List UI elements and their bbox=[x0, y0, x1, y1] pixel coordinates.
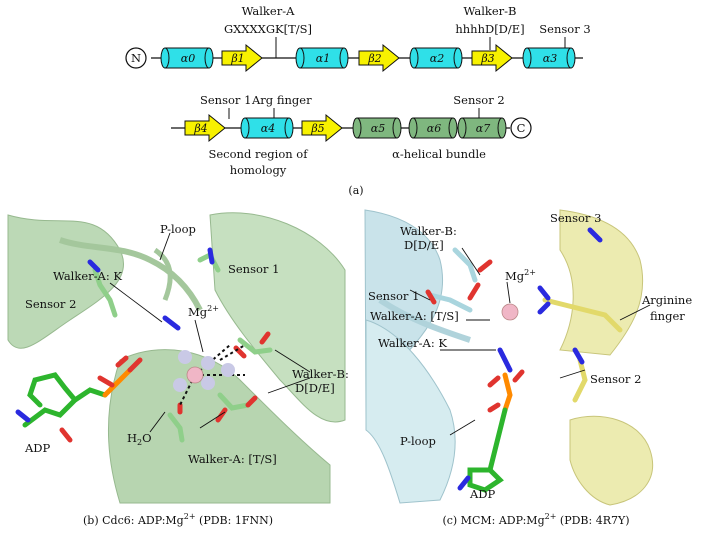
mcm-sensor2-label: Sensor 2 bbox=[590, 372, 641, 386]
mcm-ploop-label: P-loop bbox=[400, 434, 436, 448]
mcm-adp-sticks bbox=[457, 369, 525, 493]
mcm-adp-label: ADP bbox=[469, 487, 496, 501]
mcm-sensor1-label: Sensor 1 bbox=[368, 289, 419, 303]
helical-bundle-label: α-helical bundle bbox=[392, 147, 486, 161]
c-terminus bbox=[510, 117, 532, 139]
walker-b-title: Walker-B bbox=[464, 4, 517, 18]
mcm-ribbon-blue-bottom bbox=[365, 319, 456, 504]
cdc6-adp-sticks bbox=[15, 355, 143, 443]
mcm-mg-label: Mg2+ bbox=[505, 268, 536, 283]
cdc6-walker-b-line2: D[D/E] bbox=[295, 381, 335, 395]
helix-a2-label: α2 bbox=[430, 52, 444, 65]
mcm-walker-b-line2: D[D/E] bbox=[404, 238, 444, 252]
cdc6-water-2 bbox=[201, 356, 215, 370]
strand-b3-label: β3 bbox=[480, 52, 494, 65]
helix-a3-label: α3 bbox=[543, 52, 557, 65]
cdc6-mg-ion bbox=[186, 366, 204, 384]
helix-a0: α0 bbox=[160, 47, 214, 69]
helix-a4: α4 bbox=[240, 117, 294, 139]
cdc6-sensor2-label: Sensor 2 bbox=[25, 297, 76, 311]
helix-a6-label: α6 bbox=[427, 122, 441, 135]
cdc6-walker-a-k-label: Walker-A: K bbox=[53, 269, 122, 283]
mcm-loop bbox=[378, 297, 471, 343]
cdc6-ions bbox=[173, 344, 246, 406]
mcm-arginine-line2: finger bbox=[650, 309, 685, 323]
cdc6-loop bbox=[59, 237, 203, 312]
mcm-blue-sidechains bbox=[425, 247, 513, 373]
topology-diagram: N α0 β1 α1 β2 α2 bbox=[125, 4, 591, 197]
mcm-walker-a-ts-label: Walker-A: [T/S] bbox=[370, 309, 459, 323]
cdc6-ploop-strand bbox=[153, 247, 173, 301]
c-terminus-label: C bbox=[517, 121, 526, 135]
cdc6-leaders bbox=[109, 232, 311, 433]
sensor1-topo-label: Sensor 1 bbox=[200, 93, 251, 107]
helix-a5: α5 bbox=[352, 117, 402, 139]
caption-a: (a) bbox=[348, 184, 363, 197]
helix-a4-label: α4 bbox=[261, 122, 275, 135]
cdc6-water-5 bbox=[221, 363, 235, 377]
strand-b5-label: β5 bbox=[310, 122, 324, 135]
cdc6-water-3 bbox=[173, 378, 187, 392]
second-region-line2: homology bbox=[230, 163, 287, 177]
helix-a1-label: α1 bbox=[316, 52, 330, 65]
helix-a7-label: α7 bbox=[476, 122, 490, 135]
strand-b3: β3 bbox=[471, 43, 513, 73]
helix-a6: α6 bbox=[408, 117, 458, 139]
walker-a-motif: GXXXXGK[T/S] bbox=[224, 22, 312, 36]
strand-b1: β1 bbox=[221, 43, 263, 73]
cdc6-h2o-label: H2O bbox=[127, 431, 152, 447]
strand-b4-label: β4 bbox=[193, 122, 207, 135]
arg-finger-topo-label: Arg finger bbox=[251, 93, 312, 107]
helix-a5-label: α5 bbox=[371, 122, 385, 135]
second-region-line1: Second region of bbox=[209, 147, 309, 161]
cdc6-mg-label: Mg2+ bbox=[188, 304, 219, 319]
n-terminus-label: N bbox=[131, 51, 141, 65]
sensor3-label: Sensor 3 bbox=[539, 22, 590, 36]
caption-c: (c) MCM: ADP:Mg2+ (PDB: 4R7Y) bbox=[442, 512, 629, 527]
mcm-walker-a-k-label: Walker-A: K bbox=[378, 336, 447, 350]
helix-a1: α1 bbox=[295, 47, 349, 69]
cdc6-ribbon-right bbox=[209, 212, 346, 423]
strand-b2-label: β2 bbox=[367, 52, 381, 65]
helix-a7: α7 bbox=[457, 117, 507, 139]
cdc6-adp-label: ADP bbox=[24, 441, 51, 455]
cdc6-ploop-label: P-loop bbox=[160, 222, 196, 236]
panel-c-mcm: Walker-B: D[D/E] Mg2+ Sensor 3 Sensor 1 … bbox=[364, 209, 692, 527]
helix-a2: α2 bbox=[409, 47, 463, 69]
helix-a0-label: α0 bbox=[181, 52, 195, 65]
cdc6-water-4 bbox=[201, 376, 215, 390]
mcm-arginine-line1: Arginine bbox=[641, 293, 692, 307]
sensor2-topo-label: Sensor 2 bbox=[453, 93, 504, 107]
strand-b1-label: β1 bbox=[230, 52, 244, 65]
cdc6-walker-b-line1: Walker-B: bbox=[292, 367, 349, 381]
walker-b-motif: hhhhD[D/E] bbox=[455, 22, 524, 36]
panel-b-cdc6: P-loop Walker-A: K Sensor 1 Sensor 2 Mg2… bbox=[7, 205, 349, 527]
cdc6-walker-a-ts-label: Walker-A: [T/S] bbox=[188, 452, 277, 466]
mcm-leaders bbox=[409, 247, 651, 436]
mcm-yellow-sidechains bbox=[537, 227, 623, 403]
mcm-mg-ion bbox=[501, 303, 519, 321]
mcm-ribbon-yellow-top bbox=[559, 209, 644, 356]
strand-b5: β5 bbox=[301, 113, 343, 143]
cdc6-water-1 bbox=[178, 350, 192, 364]
cdc6-sensor1-label: Sensor 1 bbox=[228, 262, 279, 276]
strand-b2: β2 bbox=[358, 43, 400, 73]
helix-a3: α3 bbox=[522, 47, 576, 69]
caption-b: (b) Cdc6: ADP:Mg2+ (PDB: 1FNN) bbox=[83, 512, 273, 527]
strand-b4: β4 bbox=[184, 113, 226, 143]
mcm-ribbon-yellow-bottom bbox=[569, 415, 654, 506]
walker-a-title: Walker-A bbox=[242, 4, 296, 18]
mcm-walker-b-line1: Walker-B: bbox=[400, 224, 457, 238]
n-terminus bbox=[125, 47, 147, 69]
mcm-sensor3-label: Sensor 3 bbox=[550, 211, 601, 225]
